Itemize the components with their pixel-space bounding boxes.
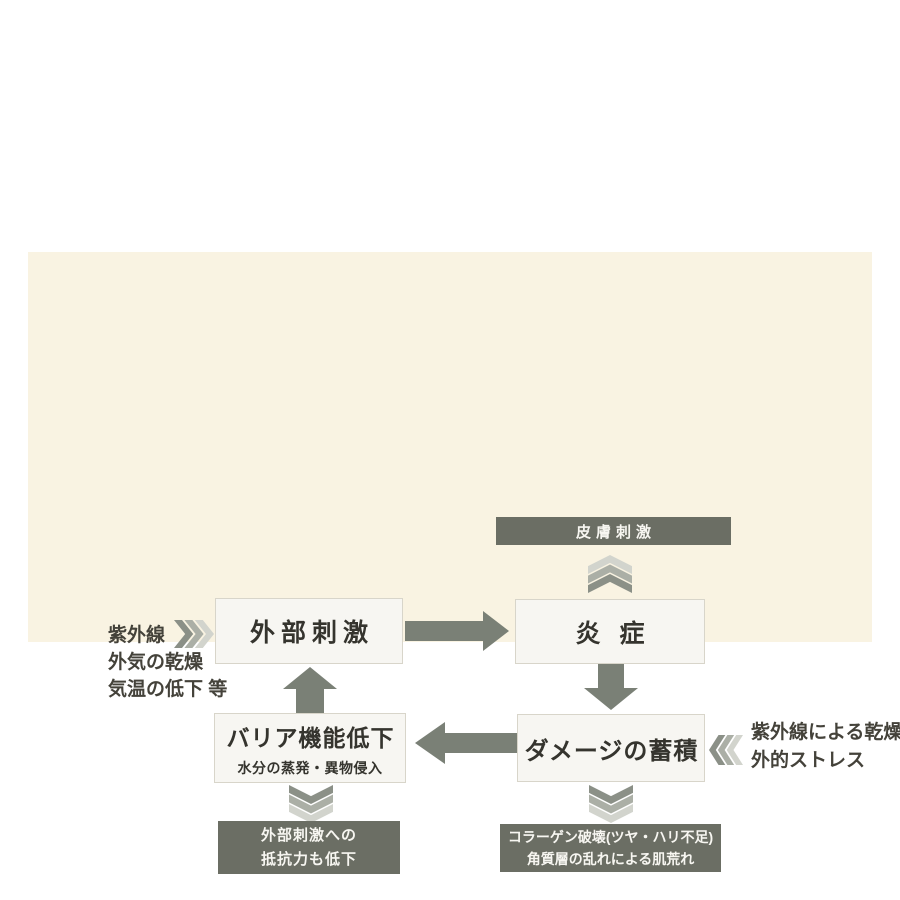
arrow-right-icon xyxy=(483,611,509,651)
arrow-left-shaft xyxy=(444,733,517,753)
left-note-line: 外気の乾燥 xyxy=(108,652,204,673)
arrow-right-shaft xyxy=(405,621,483,641)
collagen-damage-label: コラーゲン破壊(ツヤ・ハリ不足) 角質層の乱れによる肌荒れ xyxy=(500,824,721,872)
arrow-down-icon xyxy=(584,688,638,710)
collagen-damage-line: 角質層の乱れによる肌荒れ xyxy=(526,851,695,867)
barrier-decline-box: バリア機能低下 水分の蒸発・異物侵入 xyxy=(214,713,406,783)
damage-accumulation-box: ダメージの蓄積 xyxy=(517,714,705,782)
left-note-line: 紫外線 xyxy=(108,625,166,646)
external-stimuli-box: 外部刺激 xyxy=(215,598,403,664)
chevrons-up-icon xyxy=(588,555,632,593)
arrow-left-icon xyxy=(415,722,445,764)
right-note-line: 紫外線による乾燥 xyxy=(751,722,900,743)
barrier-decline-subtitle: 水分の蒸発・異物侵入 xyxy=(237,759,383,776)
right-causes-note: 紫外線による乾燥 外的ストレス xyxy=(751,719,900,775)
diagram-panel: 皮膚刺激 外部刺激 炎 症 紫外線 外気の乾燥 気温 xyxy=(28,252,900,874)
barrier-decline-title: バリア機能低下 xyxy=(226,724,395,751)
arrow-up-icon xyxy=(283,667,337,689)
chevrons-left-icon xyxy=(709,735,743,765)
left-note-line: 気温の低下 等 xyxy=(108,679,228,700)
external-stimuli-title: 外部刺激 xyxy=(249,619,374,647)
skin-stimulus-text: 皮膚刺激 xyxy=(575,523,656,541)
chevrons-right-icon xyxy=(174,620,214,648)
inflammation-box: 炎 症 xyxy=(515,599,705,664)
chevrons-down-icon xyxy=(589,785,633,823)
lowered-resistance-line: 外部刺激への xyxy=(260,827,357,845)
damage-accumulation-title: ダメージの蓄積 xyxy=(524,737,699,765)
right-note-line: 外的ストレス xyxy=(751,750,866,771)
lowered-resistance-line: 抵抗力も低下 xyxy=(260,850,357,868)
lowered-resistance-label: 外部刺激への 抵抗力も低下 xyxy=(218,821,400,874)
chevrons-down-icon xyxy=(289,785,333,823)
left-causes-note: 紫外線 外気の乾燥 気温の低下 等 xyxy=(108,622,227,703)
inflammation-title: 炎 症 xyxy=(575,619,651,648)
arrow-down-shaft xyxy=(598,664,624,689)
collagen-damage-line: コラーゲン破壊(ツヤ・ハリ不足) xyxy=(507,828,714,845)
arrow-up-shaft xyxy=(296,688,324,714)
skin-stimulus-label: 皮膚刺激 xyxy=(496,517,731,545)
